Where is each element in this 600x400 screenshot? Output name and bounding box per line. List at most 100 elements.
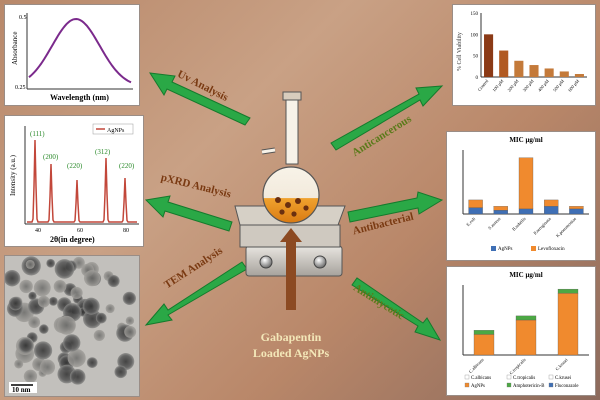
pxrd-peak-label-4: (312) <box>95 148 111 156</box>
pxrd-legend-box <box>92 123 134 135</box>
antimycotic-arrow-icon <box>351 277 442 341</box>
mic-bar-segment <box>493 206 508 211</box>
pxrd-peak-label-3: (220) <box>67 162 83 170</box>
nanoparticle <box>122 291 136 305</box>
pxrd-peak-label-2: (200) <box>43 153 59 161</box>
viability-ylabel: % Cell Viability <box>457 32 463 71</box>
mic-bar-segment <box>518 157 534 210</box>
uv-spectrum-chart: 0.5 0.25 Absorbance Wavelength (nm) <box>11 13 133 102</box>
mic-bar-segment <box>544 199 559 207</box>
tem-micrograph: 10 nm <box>5 256 139 396</box>
mic-legend-swatch <box>464 382 470 388</box>
pxrd-chart: AgNPs (111) (200) (220) (312) (220) 40 6… <box>9 123 139 244</box>
mic-legend-swatch <box>548 374 554 380</box>
viability-bar <box>544 68 554 77</box>
mic-chart-title: MIC μg/ml <box>509 271 542 279</box>
nanoparticle <box>82 309 102 329</box>
nanoparticle <box>19 279 33 294</box>
viability-bar <box>574 74 584 77</box>
mic-legend-swatch <box>506 382 512 388</box>
antibacterial-arrow-icon <box>347 191 444 223</box>
viability-ytick: 0 <box>476 76 479 81</box>
viability-bar <box>529 65 539 77</box>
mic-legend-label: AgNPs <box>498 247 513 252</box>
mic-legend-label: C.krusei <box>555 376 572 381</box>
uv-analysis-arrow-icon <box>149 72 251 126</box>
nanoparticle <box>83 270 101 287</box>
pxrd-peak-label-1: (111) <box>30 130 45 138</box>
uv-xlabel: Wavelength (nm) <box>50 93 109 102</box>
mic-legend-label: Fluconazole <box>555 384 578 389</box>
mic-legend-swatch <box>491 246 496 251</box>
nanoparticle <box>70 286 83 299</box>
mic-xtick: E.coli <box>465 216 477 228</box>
synthesis-arrow-icon <box>280 228 302 310</box>
pxrd-peak-label-5: (220) <box>119 162 135 170</box>
viability-bar <box>484 34 494 77</box>
nanoparticle <box>124 325 137 338</box>
center-title-line1: Gabapentin <box>260 330 322 344</box>
nanoparticle <box>62 334 81 352</box>
pxrd-xtick-1: 40 <box>35 228 41 234</box>
nanoparticle <box>95 312 107 324</box>
hot-plate-stirrer-icon <box>234 205 346 277</box>
tem-scale-box <box>9 382 37 393</box>
nanoparticle <box>125 316 135 325</box>
nanoparticle <box>54 259 75 279</box>
nanoparticle <box>33 279 51 297</box>
nanoparticle <box>86 357 98 368</box>
mic-legend-label: Amphotericin-B <box>513 384 544 389</box>
mic-legend-swatch <box>506 374 512 380</box>
nanoparticle <box>37 295 50 308</box>
nanoparticle <box>57 315 76 335</box>
mic-legend-swatch <box>531 246 536 251</box>
nanoparticle <box>39 359 56 375</box>
pxrd-xlabel: 2θ(in degree) <box>50 235 95 244</box>
viability-ytick: 50 <box>473 55 479 60</box>
nanoparticle <box>18 337 34 353</box>
nanoparticle <box>67 348 86 368</box>
nanoparticle <box>5 269 21 287</box>
viability-ytick: 100 <box>471 33 479 38</box>
anticancer-arrow-icon <box>330 85 444 151</box>
mic-legend-label: C.tropicalis <box>513 376 535 381</box>
round-bottom-flask-icon <box>261 91 320 224</box>
viability-ytick: 150 <box>471 12 479 17</box>
nanoparticle <box>105 304 115 314</box>
nanoparticle <box>114 365 128 379</box>
mic-legend-label: Levofloxacin <box>538 247 565 252</box>
mic-bar-segment <box>557 288 579 294</box>
viability-bar <box>514 60 524 77</box>
nanoparticle <box>82 297 100 315</box>
mic-chart-title: MIC μg/ml <box>509 136 542 144</box>
mic-legend-label: AgNPs <box>471 384 485 389</box>
nanoparticle <box>107 274 120 288</box>
pxrd-xtick-2: 60 <box>77 228 83 234</box>
pxrd-analysis-arrow-icon <box>144 195 233 232</box>
nanoparticle <box>28 316 41 329</box>
tem-scale-label: 10 nm <box>12 386 31 394</box>
center-title-line2: Loaded AgNPs <box>252 346 330 360</box>
nanoparticle <box>25 259 35 269</box>
nanoparticle <box>53 279 67 293</box>
uv-tick-top: 0.5 <box>19 15 27 21</box>
mic-bar-segment <box>468 199 483 208</box>
mic-legend-label: C.albicans <box>471 376 491 381</box>
nanoparticle <box>93 329 105 342</box>
nanoparticle <box>48 296 58 306</box>
nanoparticle <box>28 291 37 301</box>
nanoparticle <box>33 341 53 360</box>
nanoparticle <box>46 258 56 268</box>
mic-legend-swatch <box>548 382 554 388</box>
mic-bar-segment <box>569 206 584 210</box>
uv-spectrum-panel: 0.5 0.25 Absorbance Wavelength (nm) <box>4 4 140 106</box>
pxrd-xtick-3: 80 <box>123 228 129 234</box>
tem-image-panel: 10 nm <box>4 255 140 397</box>
